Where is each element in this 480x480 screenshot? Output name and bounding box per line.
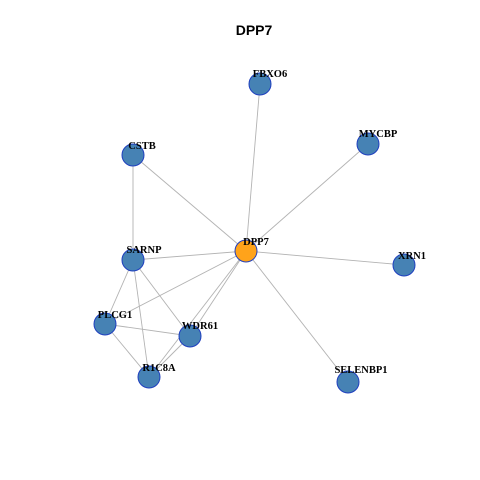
diagram-title: DPP7 — [236, 22, 273, 38]
node-dpp7[interactable]: DPP7 — [234, 237, 269, 263]
node-circle-dpp7[interactable] — [234, 239, 258, 263]
edge-dpp7-xrn1 — [245, 250, 405, 266]
node-label-fbxo6: FBXO6 — [253, 69, 287, 80]
node-circle-wdr61[interactable] — [178, 324, 202, 348]
node-circle-cstb[interactable] — [121, 143, 145, 167]
node-mycbp[interactable]: MYCBP — [356, 129, 398, 156]
node-label-r1c8a: R1C8A — [142, 363, 176, 374]
node-circle-fbxo6[interactable] — [248, 72, 272, 96]
edge-dpp7-selenbp1 — [245, 250, 349, 383]
edge-sarnp-wdr61 — [132, 259, 191, 337]
edge-dpp7-sarnp — [132, 250, 247, 261]
node-label-plcg1: PLCG1 — [98, 310, 132, 321]
node-fbxo6[interactable]: FBXO6 — [248, 69, 287, 96]
node-circle-r1c8a[interactable] — [137, 365, 161, 389]
node-label-mycbp: MYCBP — [359, 129, 398, 140]
edge-sarnp-r1c8a — [132, 259, 150, 378]
node-label-selenbp1: SELENBP1 — [334, 365, 387, 376]
node-xrn1[interactable]: XRN1 — [392, 251, 426, 277]
node-label-sarnp: SARNP — [126, 245, 162, 256]
node-label-cstb: CSTB — [128, 141, 155, 152]
node-plcg1[interactable]: PLCG1 — [93, 310, 132, 336]
edge-dpp7-fbxo6 — [245, 83, 261, 252]
node-circle-selenbp1[interactable] — [336, 370, 360, 394]
node-circle-sarnp[interactable] — [121, 248, 145, 272]
node-label-wdr61: WDR61 — [182, 321, 218, 332]
node-selenbp1[interactable]: SELENBP1 — [334, 365, 388, 394]
node-circle-xrn1[interactable] — [392, 253, 416, 277]
edge-plcg1-wdr61 — [104, 323, 191, 337]
edge-dpp7-r1c8a — [148, 250, 247, 378]
node-wdr61[interactable]: WDR61 — [178, 321, 218, 348]
node-label-dpp7: DPP7 — [243, 237, 269, 248]
edges-layer — [104, 83, 405, 383]
edge-sarnp-plcg1 — [104, 259, 134, 325]
edge-dpp7-mycbp — [245, 143, 369, 252]
edge-dpp7-cstb — [132, 154, 247, 252]
edge-dpp7-wdr61 — [189, 250, 247, 337]
node-circle-plcg1[interactable] — [93, 312, 117, 336]
node-circle-mycbp[interactable] — [356, 132, 380, 156]
node-label-xrn1: XRN1 — [398, 251, 426, 262]
node-sarnp[interactable]: SARNP — [121, 245, 162, 272]
edge-dpp7-plcg1 — [104, 250, 247, 325]
node-r1c8a[interactable]: R1C8A — [137, 363, 176, 389]
node-cstb[interactable]: CSTB — [121, 141, 156, 167]
